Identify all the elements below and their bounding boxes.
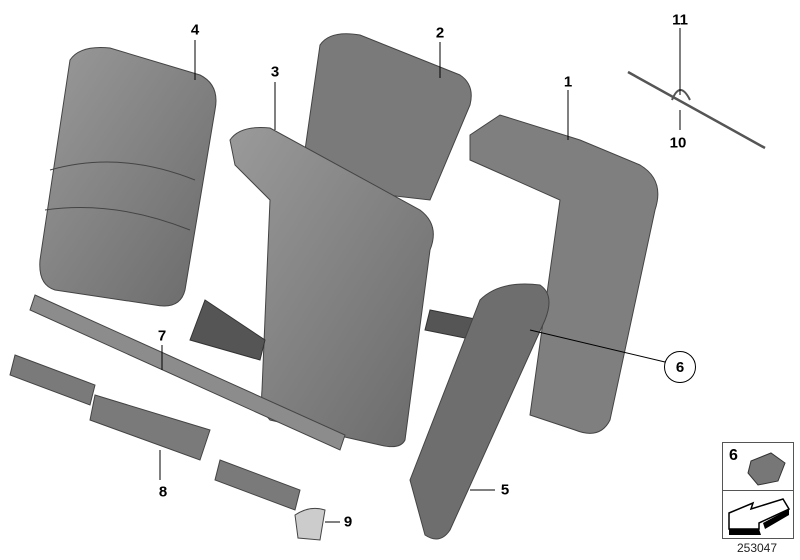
part-1-backrest-frame[interactable] <box>469 114 659 434</box>
part-3-bracket <box>189 299 266 361</box>
part-5-side-trim[interactable] <box>409 283 550 540</box>
part-9-clip[interactable] <box>294 507 326 541</box>
direction-arrow-icon <box>728 498 791 535</box>
callout-11: 11 <box>672 11 688 29</box>
callout-10: 10 <box>669 134 687 152</box>
callout-9: 9 <box>343 513 353 531</box>
diagram-number: 253047 <box>736 541 778 555</box>
callout-1: 1 <box>563 73 573 91</box>
clip-part-icon <box>747 452 786 486</box>
callout-3: 3 <box>270 63 280 81</box>
legend-arrow-box <box>722 490 794 539</box>
part-7-rail[interactable] <box>29 294 346 451</box>
part-10-rod[interactable] <box>627 70 766 150</box>
part-8-cover[interactable] <box>9 354 301 511</box>
callout-7: 7 <box>157 327 167 345</box>
callout-6-circle: 6 <box>664 351 696 383</box>
legend-part-6-label: 6 <box>729 447 738 464</box>
part-2-backrest-frame[interactable] <box>299 33 472 201</box>
part-4-backrest-cushion[interactable] <box>39 47 217 307</box>
callout-5: 5 <box>500 481 510 499</box>
leader-lines <box>159 28 681 523</box>
callout-4: 4 <box>190 21 200 39</box>
callout-8: 8 <box>158 483 168 501</box>
part-4-seam <box>44 161 196 231</box>
callout-2: 2 <box>435 24 445 42</box>
legend-part-6-box: 6 <box>722 442 794 492</box>
